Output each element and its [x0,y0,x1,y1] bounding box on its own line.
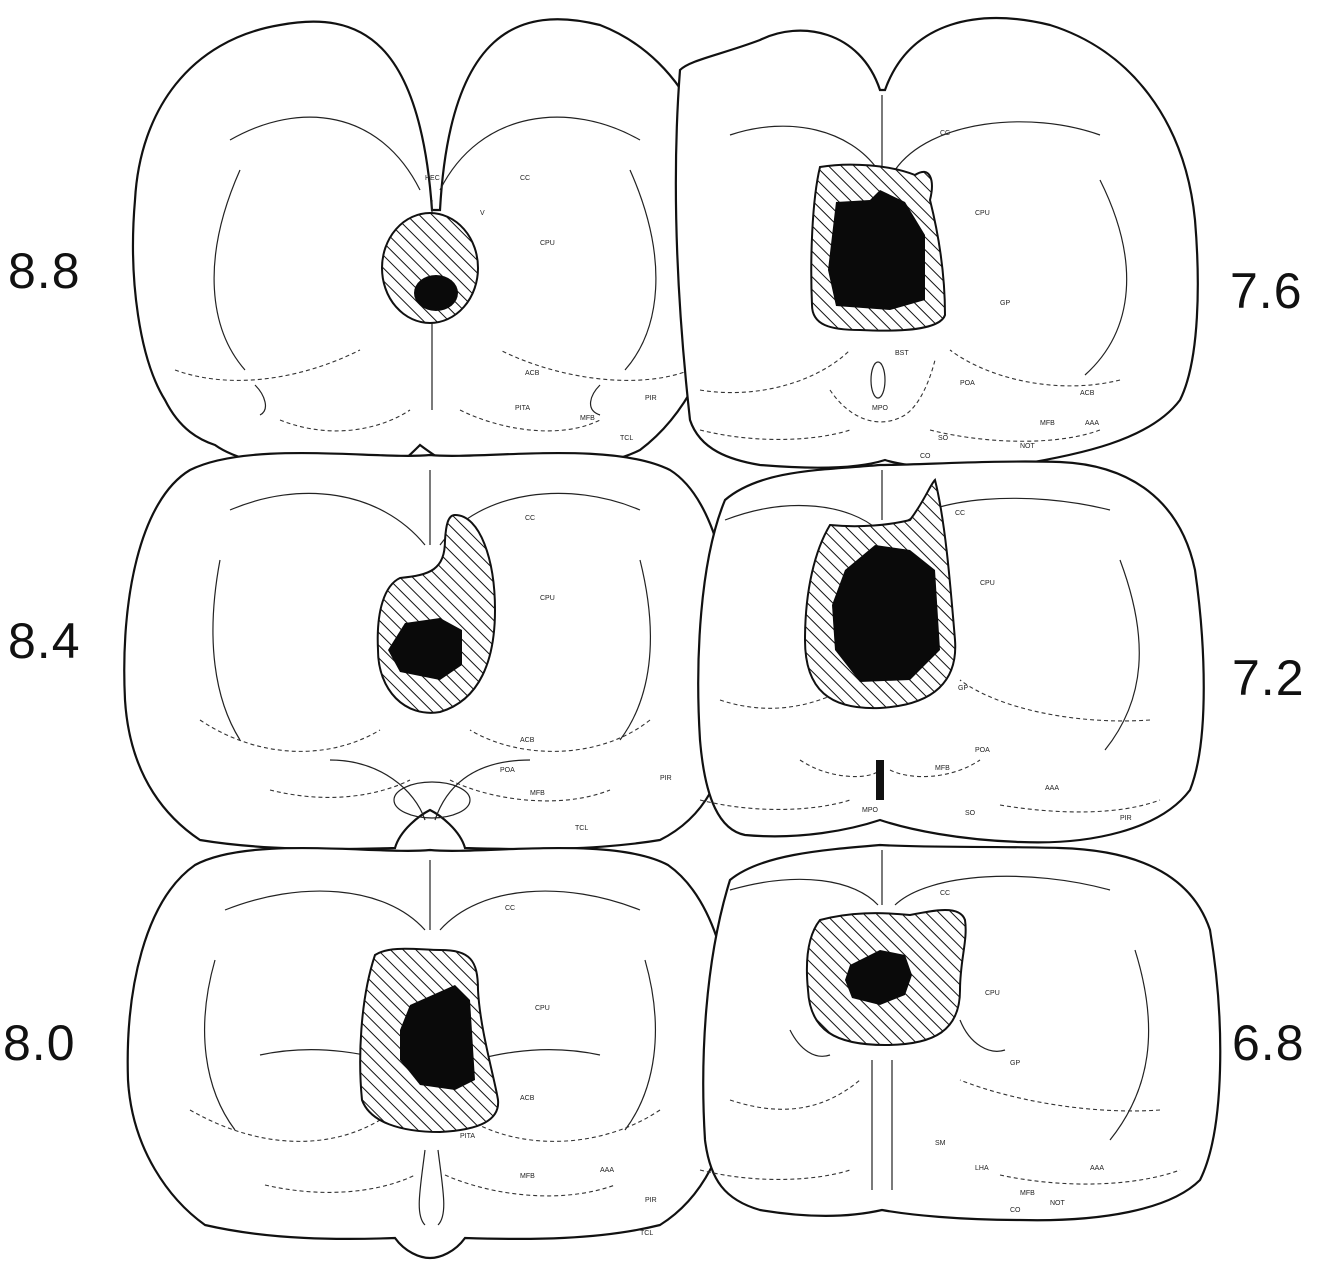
region-label: CC [940,890,950,897]
region-label: CC [955,510,965,517]
region-label: MFB [1020,1190,1035,1197]
region-label: CPU [980,580,995,587]
region-label: SO [965,810,976,817]
region-label: SO [938,435,949,442]
section-8-4: CC CPU ACB POA MFB PIR TCL 8.4 [8,453,734,849]
region-label: AAA [1085,420,1099,427]
region-label: ACB [520,737,535,744]
region-label: PIR [645,395,657,402]
section-label-6-8: 6.8 [1232,1015,1305,1071]
region-label: AAA [600,1167,614,1174]
section-label-8-8: 8.8 [8,243,81,299]
region-label: PIR [645,1197,657,1204]
region-label: LHA [975,1165,989,1172]
region-label: TCL [620,435,633,442]
region-label: CO [1010,1207,1021,1214]
region-label: MFB [580,415,595,422]
region-label: CPU [540,595,555,602]
region-label: PIR [1120,815,1132,822]
region-label: TCL [575,825,588,832]
lesion-core [414,275,458,311]
region-label: CC [940,130,950,137]
region-label: POA [975,747,990,754]
region-label: CC [505,905,515,912]
region-label: ACB [1080,390,1095,397]
region-label: SM [935,1140,946,1147]
region-label: CPU [975,210,990,217]
region-label: CPU [540,240,555,247]
region-label: ACB [525,370,540,377]
region-label: MFB [1040,420,1055,427]
region-label: AAA [1045,785,1059,792]
region-label: BST [895,350,909,357]
region-label: MPO [862,807,879,814]
region-label: CPU [535,1005,550,1012]
region-label: GP [1000,300,1010,307]
region-label: POA [500,767,515,774]
region-label: TCL [640,1230,653,1237]
region-label: POA [960,380,975,387]
section-label-8-0: 8.0 [3,1015,76,1071]
region-label: HEC [425,175,440,182]
section-label-8-4: 8.4 [8,613,81,669]
region-label: CO [920,453,931,460]
section-7-6: CC CPU GP BST POA MPO MFB AAA NOT SO CO … [676,18,1303,468]
region-label: MFB [935,765,950,772]
region-label: GP [1010,1060,1020,1067]
region-label: ACB [520,1095,535,1102]
region-label: MPO [872,405,889,412]
region-label: V [480,210,485,217]
region-label: CC [525,515,535,522]
section-8-8: HEC CC V CPU ACB PITA MFB TCL PIR 8.8 [8,19,725,470]
section-7-6-7-2: CC CPU GP POA MFB MPO AAA SO PIR 7.2 [698,462,1304,843]
section-6-8: CC CPU GP SM LHA MFB AAA NOT CO 6.8 [700,845,1305,1220]
region-label: AAA [1090,1165,1104,1172]
region-label: GP [958,685,968,692]
region-label: CC [520,175,530,182]
section-label-7-6: 7.6 [1230,263,1303,319]
region-label: CPU [985,990,1000,997]
region-label: PITA [515,405,530,412]
region-label: MFB [520,1173,535,1180]
section-label-7-2: 7.2 [1232,650,1305,706]
region-label: MFB [530,790,545,797]
region-label: NOT [1020,443,1036,450]
section-8-0: CC CPU ACB PITA MFB AAA TCL PIR 8.0 [3,848,734,1258]
region-label: PIR [660,775,672,782]
region-label: NOT [1050,1200,1066,1207]
region-label: PITA [460,1133,475,1140]
brain-outline [703,845,1220,1220]
